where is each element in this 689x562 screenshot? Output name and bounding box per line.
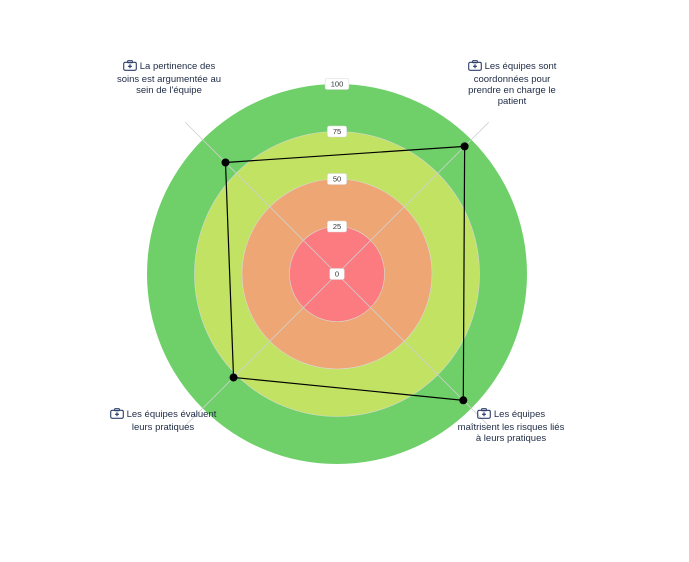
axis-label-text: La pertinence des soins est argumentée a…: [116, 61, 222, 96]
medical-kit-icon: [477, 408, 491, 422]
tick-box-2: [327, 173, 347, 185]
medical-kit-icon: [467, 60, 482, 74]
tick-label-0: 0: [335, 270, 339, 279]
data-point-1: [460, 142, 469, 151]
axis-label-evaluation: Les équipes évaluent leurs pratiques: [108, 408, 218, 433]
medical-kit-icon: [109, 408, 124, 422]
tick-label-4: 100: [331, 80, 344, 89]
data-point-3: [229, 373, 238, 382]
tick-box-1: [327, 220, 347, 233]
data-point-0: [221, 158, 230, 167]
axis-label-pertinence: La pertinence des soins est argumentée a…: [114, 60, 224, 96]
axis-spoke-3: [184, 273, 338, 427]
tick-box-0: [329, 268, 345, 280]
axis-spoke-0: [184, 121, 338, 275]
medical-kit-icon: [122, 60, 137, 74]
axis-label-risques: Les équipes maîtrisent les risques liés …: [456, 408, 566, 444]
axis-label-text: Les équipes évaluent leurs pratiques: [126, 409, 217, 433]
ticks-layer: 0 25 50 75 100: [324, 78, 350, 280]
tick-label-3: 75: [333, 127, 341, 136]
data-point-2: [459, 396, 468, 405]
axis-label-coordination: Les équipes sont coordonnées pour prendr…: [457, 60, 567, 107]
tick-label-1: 25: [333, 222, 341, 231]
axis-label-text: Les équipes maîtrisent les risques liés …: [457, 409, 565, 444]
tick-box-4: [324, 78, 350, 90]
tick-box-3: [327, 125, 347, 138]
tick-label-2: 50: [333, 175, 341, 184]
series-layer: [221, 142, 469, 405]
axis-label-text: Les équipes sont coordonnées pour prendr…: [468, 61, 557, 107]
